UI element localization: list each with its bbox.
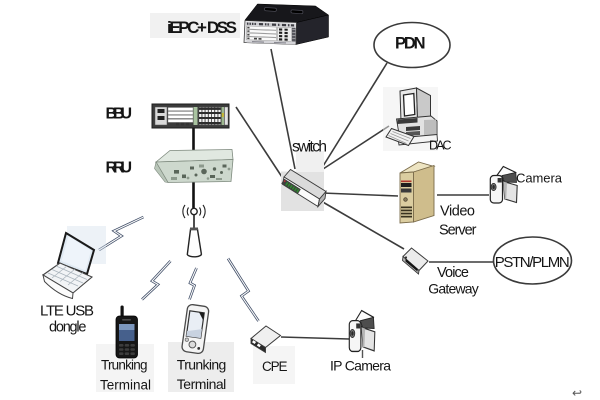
svg-text:↩: ↩ [572,386,582,400]
svg-text:Camera: Camera [516,170,563,185]
svg-text:RRU: RRU [106,159,133,176]
svg-text:Trunking: Trunking [101,358,148,373]
svg-text:DAC: DAC [429,139,452,153]
svg-text:dongle: dongle [49,320,87,336]
svg-text:iEPC+ DSS: iEPC+ DSS [167,18,237,37]
svg-text:PSTN/PLMN: PSTN/PLMN [495,254,570,271]
svg-text:PDN: PDN [395,35,426,53]
svg-text:switch: switch [292,139,327,156]
svg-text:Server: Server [439,223,477,239]
svg-text:Terminal: Terminal [177,376,227,392]
svg-text:BBU: BBU [106,105,133,122]
svg-text:Trunking: Trunking [177,356,227,372]
svg-text:Terminal: Terminal [100,378,151,393]
svg-text:CPE: CPE [262,359,288,374]
svg-text:LTE USB: LTE USB [40,303,94,320]
svg-text:Gateway: Gateway [428,280,479,296]
svg-text:Voice: Voice [437,265,469,281]
svg-text:IP Camera: IP Camera [330,358,391,374]
svg-text:Video: Video [440,204,475,220]
